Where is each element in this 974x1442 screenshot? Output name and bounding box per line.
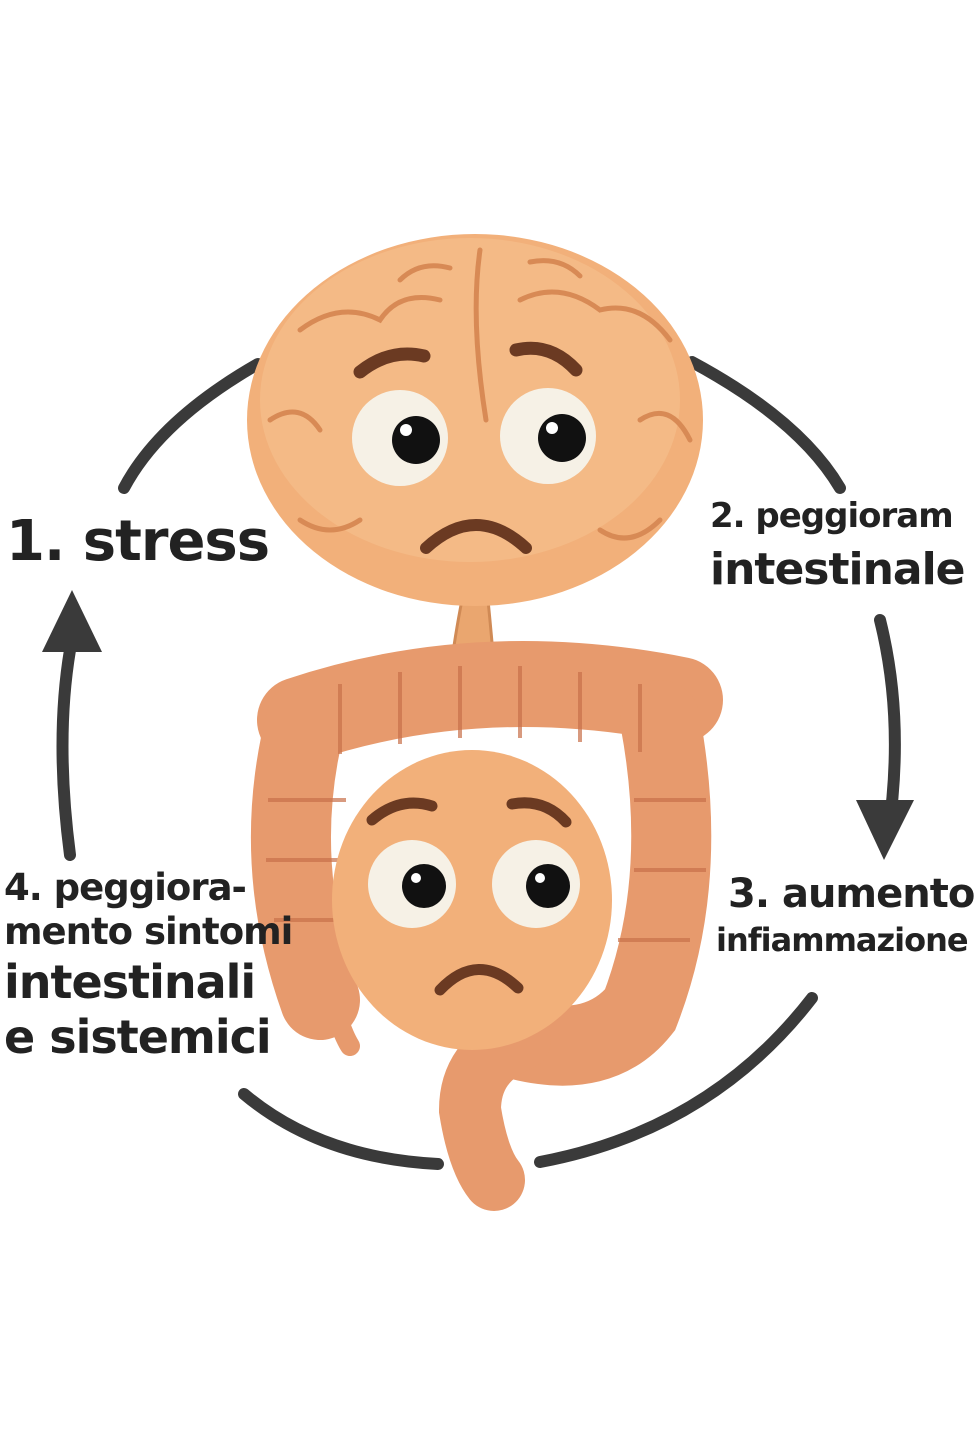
step-4-line-4: e sistemici xyxy=(4,1009,272,1064)
arc-left xyxy=(56,644,76,861)
worried-brain-icon xyxy=(247,234,703,606)
arc-bottom-right xyxy=(534,992,818,1168)
step-3-line-2: infiammazione xyxy=(716,921,969,959)
step-1-line-1: 1. stress xyxy=(6,509,270,574)
worried-intestine-icon xyxy=(250,641,723,1211)
step-2-line-2: intestinale xyxy=(710,543,966,595)
step-2-label: 2. peggioram intestinale xyxy=(710,494,966,599)
step-2-line-1: 2. peggioram xyxy=(710,496,954,536)
arc-top-right xyxy=(686,356,846,494)
step-4-line-2: mento sintomi xyxy=(4,910,293,954)
step-1-label: 1. stress xyxy=(6,509,270,574)
step-4-line-3: intestinali xyxy=(4,954,256,1009)
step-3-label: 3. aumento infiammazione xyxy=(716,868,974,962)
arrow-up-icon xyxy=(42,590,102,652)
step-3-line-1: 3. aumento xyxy=(728,871,974,917)
arrow-down-icon xyxy=(856,800,914,860)
arc-top-left xyxy=(118,358,264,494)
cycle-arrows xyxy=(56,356,901,1170)
step-4-line-1: 4. peggiora- xyxy=(4,866,247,909)
step-4-label: 4. peggiora- mento sintomi intestinali e… xyxy=(4,866,293,1065)
arc-bottom-left xyxy=(238,1088,444,1170)
